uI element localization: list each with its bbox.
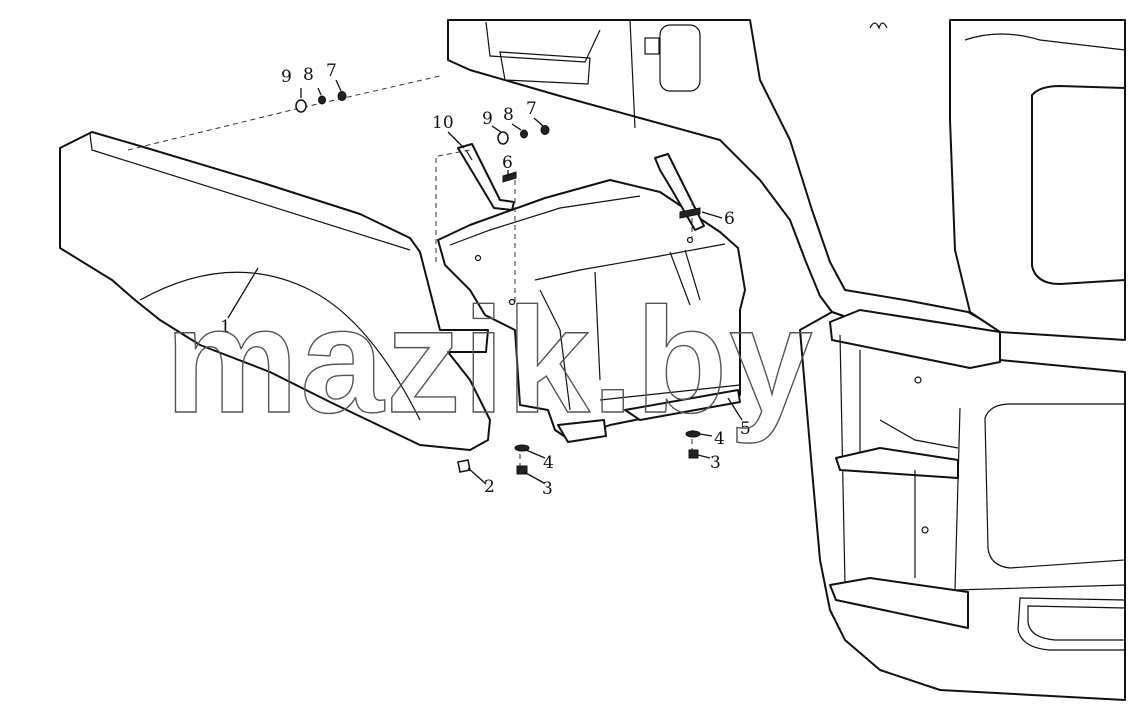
callout-4-right: 4	[714, 429, 725, 449]
callout-8-top: 8	[303, 65, 314, 85]
callout-2: 2	[484, 477, 495, 497]
callout-7-mid: 7	[526, 99, 537, 119]
callout-5: 5	[740, 419, 751, 439]
callout-3-right: 3	[710, 453, 721, 473]
part-10-bracket-left	[457, 143, 515, 211]
leader-lines	[227, 79, 743, 485]
callout-1: 1	[220, 317, 231, 337]
callout-3-left: 3	[542, 479, 553, 499]
callout-6-left: 6	[502, 153, 513, 173]
callout-6-right: 6	[724, 209, 735, 229]
callout-4-left: 4	[543, 453, 554, 473]
callout-7-top: 7	[326, 61, 337, 81]
watermark: mazik.by	[165, 276, 815, 444]
hardware	[295, 91, 701, 475]
callout-labels: 1 2 3 3 4 4 5 6 6 9 8 7 10 9 8 7	[220, 61, 751, 499]
callout-8-mid: 8	[503, 105, 514, 125]
callout-9-mid: 9	[482, 109, 493, 129]
part-1-rear-fender	[59, 131, 491, 451]
cab-body	[447, 19, 1126, 701]
callout-10: 10	[432, 113, 454, 133]
callout-9-top: 9	[281, 67, 292, 87]
